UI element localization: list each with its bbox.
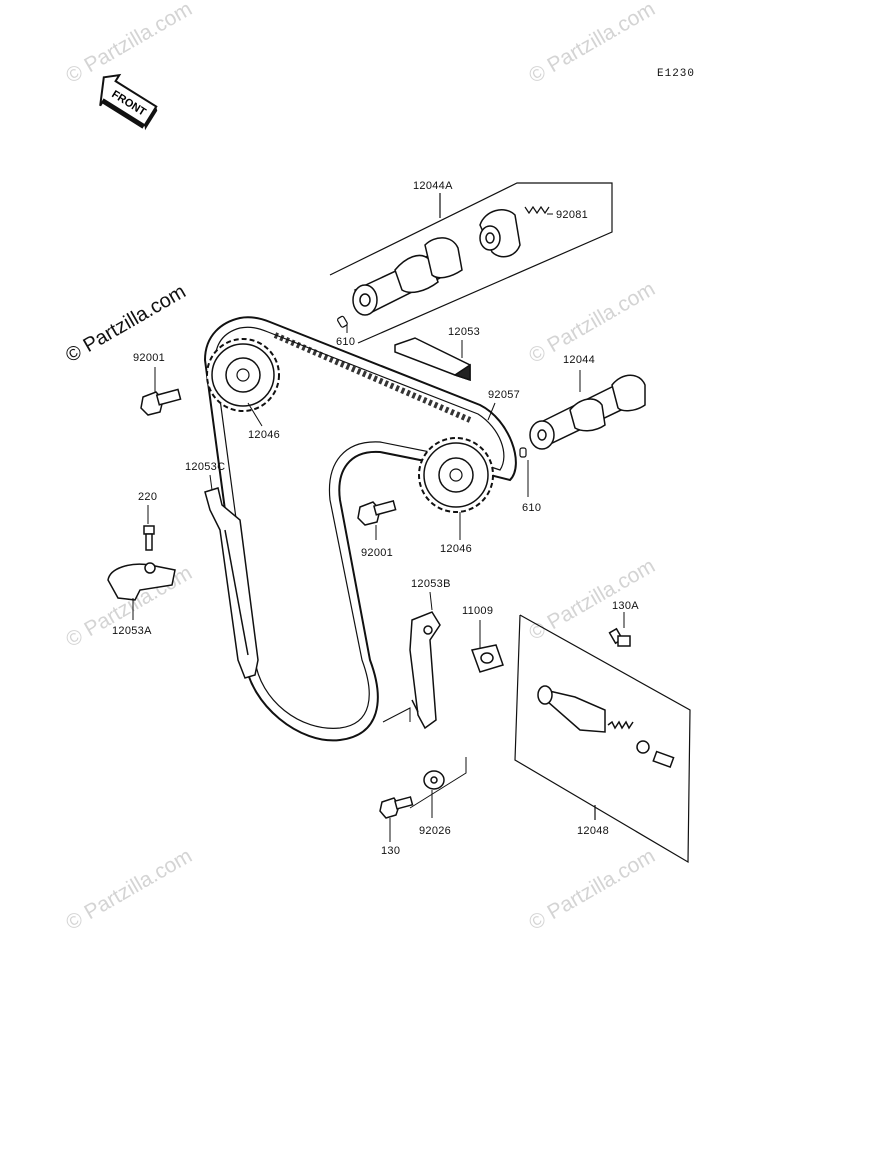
part-label-130a: 130A — [612, 600, 639, 612]
assembly-lines — [382, 707, 467, 809]
part-label-220: 220 — [138, 491, 158, 503]
part-label-12044a: 12044A — [413, 180, 453, 192]
cam-holder — [479, 209, 521, 258]
part-label-12044: 12044 — [563, 354, 596, 366]
part-label-12053b: 12053B — [411, 578, 451, 590]
part-label-12046-lower: 12046 — [440, 543, 473, 555]
tensioner-bracket — [514, 614, 691, 864]
bolt-220 — [143, 525, 155, 551]
part-label-92001-lower: 92001 — [361, 547, 394, 559]
part-label-12053a: 12053A — [112, 625, 152, 637]
bolt-130 — [379, 796, 414, 819]
chain-guide-top — [394, 337, 471, 382]
leader-lines — [132, 213, 625, 842]
bolt-130a — [608, 627, 631, 647]
part-label-12048: 12048 — [577, 825, 610, 837]
dowel-pin-upper — [337, 315, 348, 328]
part-label-12046-upper: 12046 — [248, 429, 281, 441]
cam-sprocket-upper — [206, 338, 280, 412]
part-label-130: 130 — [381, 845, 401, 857]
part-label-92026: 92026 — [419, 825, 452, 837]
camshaft-upper — [352, 237, 463, 316]
part-label-610-lower: 610 — [522, 502, 542, 514]
gasket-11009 — [470, 644, 504, 673]
part-label-610-upper: 610 — [336, 336, 356, 348]
washer-92026 — [423, 770, 445, 790]
chain-guide-rear — [204, 487, 259, 679]
cam-sprocket-lower — [418, 437, 494, 513]
part-label-92081: 92081 — [556, 209, 589, 221]
part-label-92001-upper: 92001 — [133, 352, 166, 364]
spring-92081 — [524, 205, 550, 215]
chain-guide-tensioner — [409, 611, 441, 730]
chain-guide-12053a — [107, 562, 176, 601]
diagram-code: E1230 — [657, 68, 696, 80]
bolt-92001-lower — [357, 500, 397, 526]
part-label-11009: 11009 — [462, 605, 494, 617]
bolt-92001-upper — [140, 388, 182, 416]
cam-chain-tensioner — [537, 685, 675, 769]
part-label-92057: 92057 — [488, 389, 521, 401]
front-arrow-icon: FRONT — [99, 73, 158, 131]
camshaft-assembly-bracket — [329, 182, 613, 344]
camshaft-lower — [529, 374, 646, 450]
dowel-pin-lower — [519, 447, 527, 458]
part-label-12053: 12053 — [448, 326, 481, 338]
part-label-12053c: 12053C — [185, 461, 226, 473]
